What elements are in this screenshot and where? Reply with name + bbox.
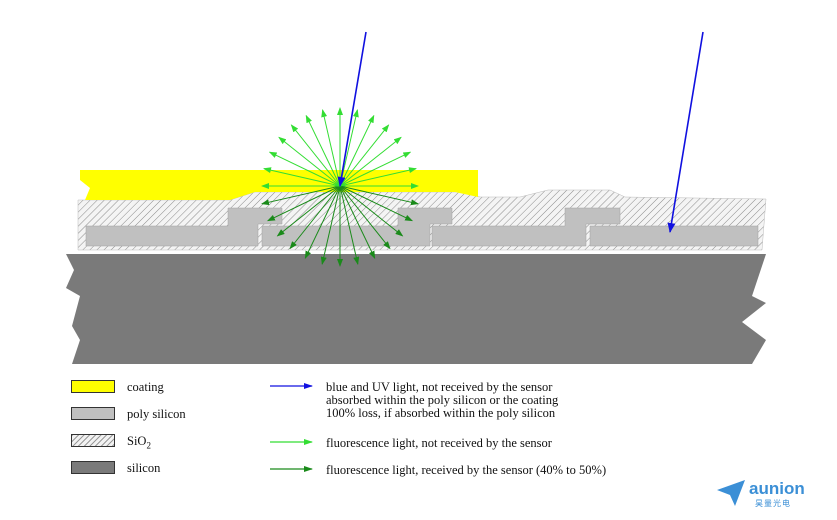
legend-label-coating: coating — [127, 380, 164, 394]
logo-text: aunion — [749, 479, 805, 498]
blue-light-arrow-left — [337, 31, 367, 187]
legend-note-blue-line-2: absorbed within the poly silicon or the … — [326, 393, 559, 407]
legend-swatch-silicon — [71, 461, 115, 474]
fluorescence-arrow-received — [339, 185, 360, 265]
paper-plane-icon — [717, 480, 745, 506]
fluorescence-arrow-received — [339, 185, 404, 237]
legend-label-sio2: SiO2 — [127, 434, 151, 451]
legend-note-blue-line-1: blue and UV light, not received by the s… — [326, 380, 553, 394]
legend-swatch-coating — [71, 380, 115, 393]
fluorescence-arrow-received — [261, 185, 341, 206]
blue-light-arrow-right — [667, 31, 704, 233]
fluorescence-arrow-lost — [278, 136, 341, 187]
aunion-logo: aunion 昊量光电 — [715, 478, 825, 510]
legend-note-green-light: fluorescence light, not received by the … — [326, 436, 552, 450]
legend-swatch-sio2 — [71, 434, 115, 447]
legend-note-green-dark: fluorescence light, received by the sens… — [326, 463, 607, 477]
fluorescence-arrow-received — [320, 185, 341, 265]
fluorescence-arrow-received — [289, 185, 341, 250]
fluorescence-arrow-lost — [339, 124, 390, 187]
fluorescence-arrow-received — [339, 185, 376, 260]
cross-section-diagram — [66, 31, 767, 364]
fluorescence-arrow-lost — [263, 167, 341, 187]
fluorescence-arrow-received — [304, 185, 341, 260]
fluorescence-arrow-lost — [339, 136, 402, 187]
fluorescence-arrow-lost — [290, 124, 341, 187]
fluorescence-burst — [261, 107, 419, 267]
legend-note-blue-line-3: 100% loss, if absorbed within the poly s… — [326, 406, 556, 420]
fluorescence-arrow-received — [276, 185, 341, 237]
fluorescence-arrow-lost — [305, 114, 341, 187]
fluorescence-arrow-lost — [339, 114, 375, 187]
legend-swatch-poly-silicon — [71, 407, 115, 420]
legend-label-poly-silicon: poly silicon — [127, 407, 186, 421]
fluorescence-arrow-received — [339, 185, 419, 206]
fluorescence-arrow-received — [266, 185, 341, 222]
fluorescence-arrow-lost — [339, 151, 412, 187]
fluorescence-arrow-received — [339, 185, 391, 250]
fluorescence-arrow-lost — [339, 167, 417, 187]
silicon-substrate — [66, 254, 766, 364]
fluorescence-arrow-lost — [321, 109, 341, 187]
fluorescence-arrow-received — [339, 185, 414, 222]
fluorescence-arrow-lost — [268, 151, 341, 187]
legend-label-silicon: silicon — [127, 461, 161, 475]
poly-silicon-layer — [85, 207, 759, 247]
logo-subtext: 昊量光电 — [755, 499, 791, 508]
